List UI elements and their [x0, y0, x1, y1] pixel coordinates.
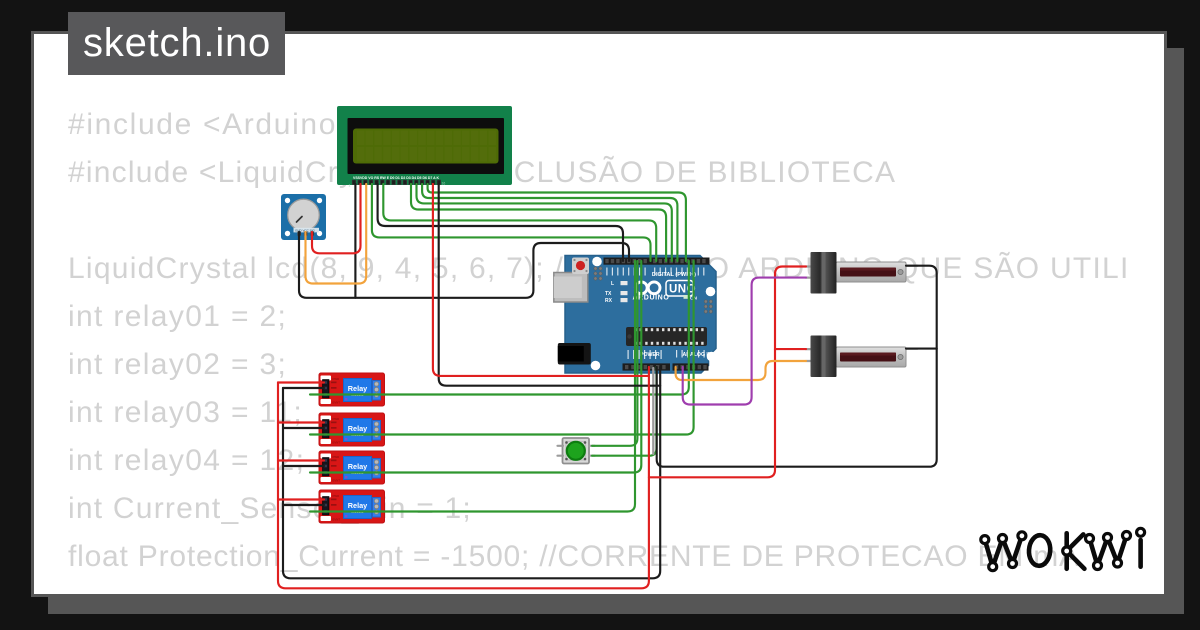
svg-text:EVNT: EVNT	[333, 517, 341, 521]
svg-text:PWR: PWR	[333, 455, 340, 459]
svg-text:Relay: Relay	[348, 462, 368, 471]
svg-text:1: 1	[349, 184, 351, 188]
svg-text:Relay: Relay	[348, 384, 368, 393]
svg-text:VSSVDD VO RS RW E D0 D1 D2 D3: VSSVDD VO RS RW E D0 D1 D2 D3 D4 D5 D6 D…	[353, 176, 439, 180]
svg-text:Relay: Relay	[348, 424, 368, 433]
svg-text:UNO: UNO	[669, 284, 696, 296]
svg-text:Relay: Relay	[348, 501, 368, 510]
svg-text:16: 16	[442, 182, 446, 186]
svg-text:GND VCC SIG: GND VCC SIG	[295, 228, 316, 232]
svg-text:RX: RX	[605, 298, 613, 304]
svg-text:L: L	[611, 281, 614, 287]
svg-text:EVNT: EVNT	[333, 400, 341, 404]
svg-text:PWR: PWR	[333, 494, 340, 498]
svg-text:EVNT: EVNT	[333, 440, 341, 444]
svg-text:ARDUINO: ARDUINO	[633, 295, 670, 302]
svg-text:ANALOG IN: ANALOG IN	[683, 352, 712, 358]
svg-text:EVNT: EVNT	[333, 478, 341, 482]
svg-text:TX: TX	[605, 291, 612, 297]
svg-text:PWR: PWR	[333, 377, 340, 381]
svg-text:DIGITAL (PWM~): DIGITAL (PWM~)	[652, 272, 696, 278]
svg-text:PWR: PWR	[333, 417, 340, 421]
